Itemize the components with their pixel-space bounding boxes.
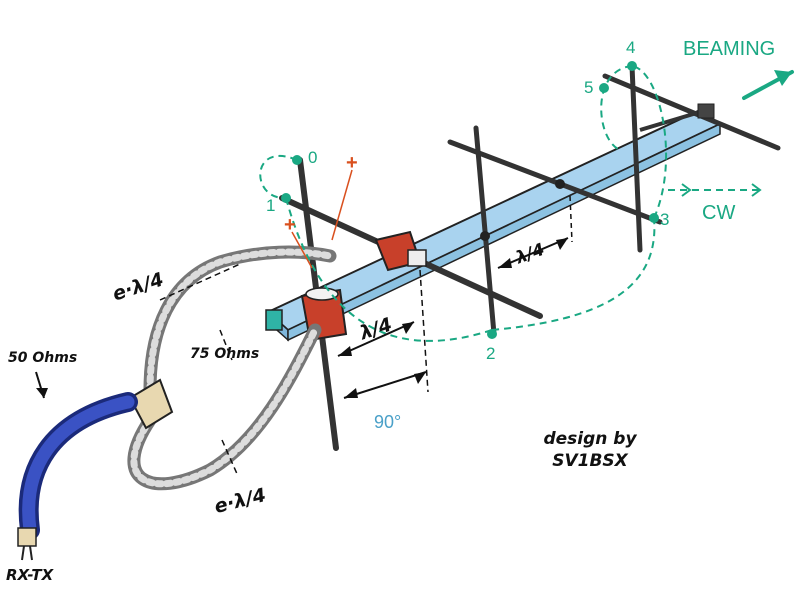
cw-arrow <box>668 183 762 197</box>
point-label-0: 0 <box>308 148 318 167</box>
rotation-path <box>259 61 667 342</box>
director-element <box>602 63 781 253</box>
polarity-leaders <box>291 169 353 269</box>
credit-line-2: SV1BSX <box>552 451 628 471</box>
beaming-label: BEAMING <box>683 38 776 60</box>
plus-sign-lower: + <box>284 214 296 236</box>
beaming-arrow <box>742 70 794 100</box>
middle-element <box>447 125 663 337</box>
phase-angle-label: 90° <box>374 412 402 432</box>
point-label-5: 5 <box>584 78 594 97</box>
point-label-3: 3 <box>660 210 670 229</box>
cw-label: CW <box>702 202 736 224</box>
point-label-1: 1 <box>266 196 276 215</box>
credit-line-1: design by <box>543 429 637 449</box>
coax-harness <box>17 245 337 561</box>
mount-blocks <box>300 230 427 342</box>
impedance-50-label: 50 Ohms <box>8 350 78 366</box>
point-label-2: 2 <box>486 344 496 363</box>
rx-tx-label: RX-TX <box>6 566 54 584</box>
plus-sign-upper: + <box>346 152 358 174</box>
point-label-4: 4 <box>626 38 636 57</box>
design-credit: design by SV1BSX <box>530 428 650 472</box>
dimension-lines <box>159 195 573 477</box>
impedance-75-label: 75 Ohms <box>190 346 260 362</box>
impedance-pointer <box>35 371 48 399</box>
